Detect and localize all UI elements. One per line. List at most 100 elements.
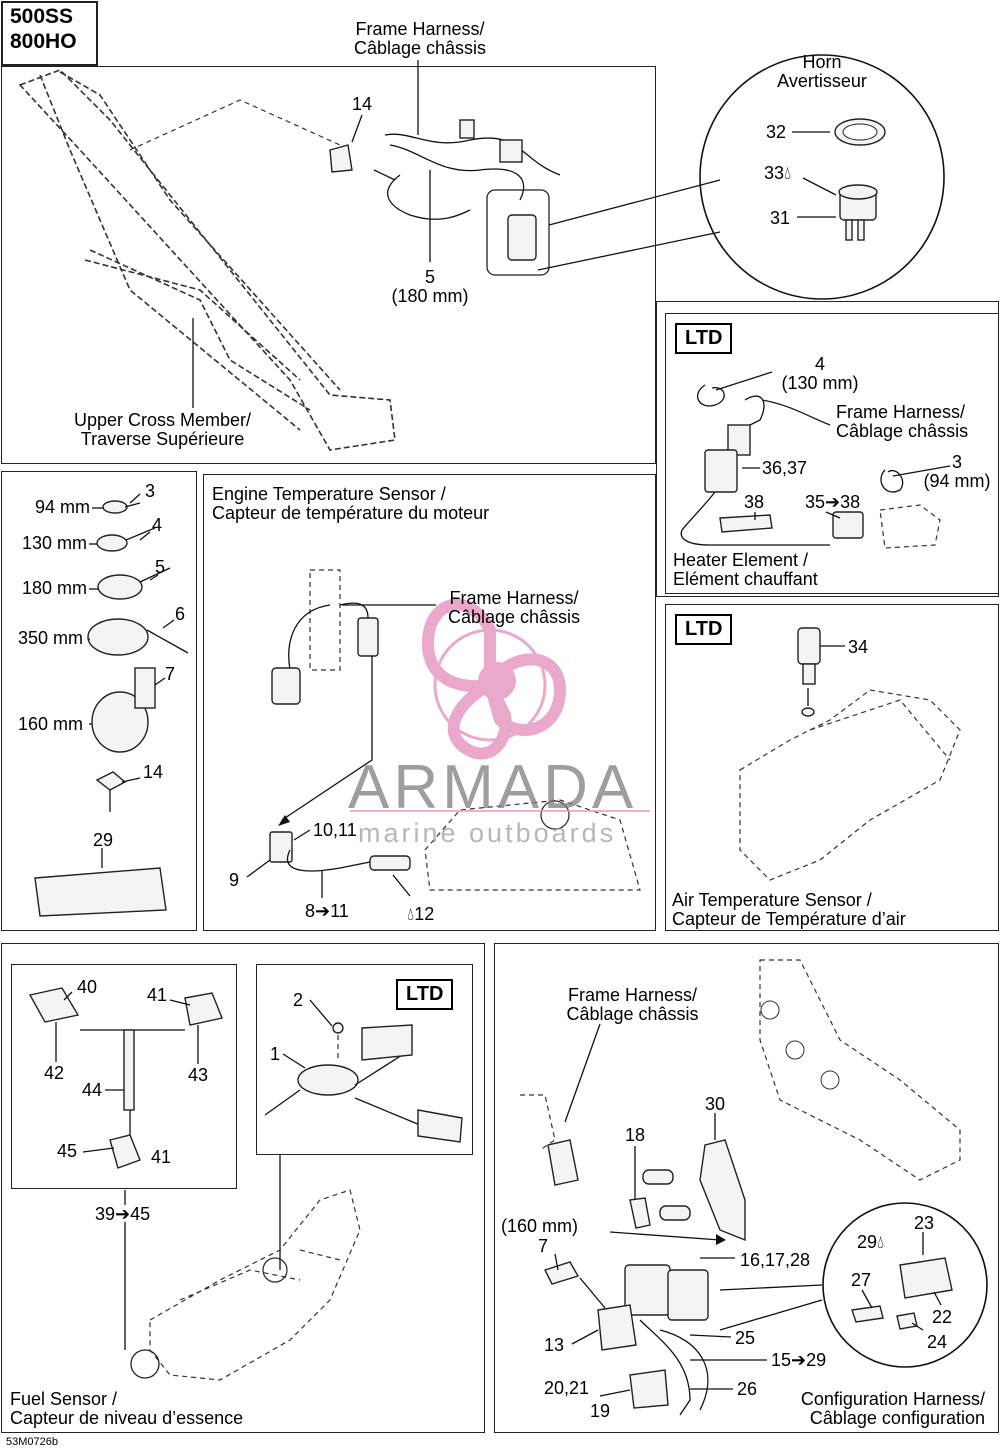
part-4-number: 4 [814, 354, 825, 374]
relay-fuse-icon [851, 1257, 953, 1330]
part-33-label: 33💧︎ [764, 164, 791, 183]
heater-title-fr: Elément chauffant [673, 569, 818, 589]
heater-harness-en: Frame Harness/ [836, 402, 966, 422]
tie-94-number: 3 [145, 481, 156, 501]
part-7-length-label: (160 mm) [501, 1216, 579, 1236]
cross-member-en: Upper Cross Member/ [73, 410, 252, 430]
config-harness-title: Configuration Harness/ Câblage configura… [760, 1390, 985, 1428]
horn-en: Horn [802, 52, 842, 72]
part-12-number: 12 [414, 904, 435, 924]
drop-icon: 💧︎ [407, 904, 415, 924]
fuel-sensor-title: Fuel Sensor / Capteur de niveau d’essenc… [10, 1390, 243, 1428]
engine-sensor-title-en: Engine Temperature Sensor / [212, 484, 446, 504]
frame-harness-en: Frame Harness/ [355, 19, 485, 39]
part-40-label: 40 [77, 977, 98, 997]
part-10-11-label: 10,11 [313, 820, 357, 840]
part-9-label: 9 [229, 870, 240, 890]
ltd-badge-fuel: LTD [396, 979, 454, 1010]
heater-element-icon [680, 384, 941, 549]
engine-sensor-title: Engine Temperature Sensor / Capteur de t… [212, 485, 489, 523]
part-36-37-label: 36,37 [762, 458, 808, 478]
tie-160-length: 160 mm [17, 714, 83, 734]
horn-fr: Avertisseur [777, 71, 867, 91]
model-label-500ss: 500SS [10, 5, 74, 28]
part-32-label: 32 [766, 122, 787, 142]
part-33-number: 33 [764, 163, 785, 183]
part-35-38-label: 35➔38 [805, 492, 861, 512]
part-15-29-label: 15➔29 [771, 1350, 827, 1370]
watermark-brand: ARMADA [348, 753, 638, 822]
tie-180-length: 180 mm [21, 578, 87, 598]
frame-harness-fr: Câblage châssis [353, 38, 487, 58]
part-3-length: (94 mm) [923, 471, 991, 491]
tie-130-length: 130 mm [21, 533, 87, 553]
ltd-air-panel [665, 604, 999, 931]
ties-part-29-label: 29 [93, 830, 114, 850]
config-harness-fr: Câblage châssis [566, 1004, 699, 1024]
config-harness-icon [520, 959, 961, 1416]
air-sensor-title-en: Air Temperature Sensor / [672, 890, 872, 910]
part-14-label: 14 [352, 94, 373, 114]
part-23-label: 23 [914, 1213, 935, 1233]
cross-member-fr: Traverse Supérieure [80, 429, 245, 449]
part-41a-label: 41 [147, 985, 168, 1005]
part-18-label: 18 [625, 1125, 646, 1145]
heater-element-title: Heater Element / Elément chauffant [673, 551, 818, 589]
horn-icon [834, 118, 886, 241]
config-title-en: Configuration Harness/ [800, 1389, 985, 1409]
fuel-sensor-title-fr: Capteur de niveau d’essence [10, 1408, 244, 1428]
heater-title-en: Heater Element / [673, 550, 809, 570]
engine-frame-harness-label: Frame Harness/ Câblage châssis [430, 589, 598, 627]
fuel-sensor-title-en: Fuel Sensor / [10, 1389, 118, 1409]
part-12-label: 💧︎12 [407, 905, 434, 924]
part-13-label: 13 [544, 1335, 565, 1355]
drop-icon: 💧︎ [877, 1232, 885, 1252]
watermark-sub: marine outboards [358, 818, 617, 848]
figure-code: 53M0726b [6, 1436, 58, 1448]
heater-frame-harness-label: Frame Harness/ Câblage châssis [836, 403, 968, 441]
tie-130-number: 4 [152, 515, 163, 535]
ltd-badge-heater: LTD [675, 323, 733, 354]
frame-assembly-icon [18, 69, 396, 451]
part-31-label: 31 [770, 208, 791, 228]
part-2-label: 2 [293, 990, 304, 1010]
drop-icon: 💧︎ [784, 163, 792, 183]
air-sensor-title-fr: Capteur de Température d’air [672, 909, 906, 929]
frame-harness-label: Frame Harness/ Câblage châssis [330, 20, 510, 58]
watermark-propeller-icon [421, 598, 566, 760]
frame-panel [1, 66, 656, 464]
part-25-label: 25 [735, 1328, 756, 1348]
part-3-number: 3 [951, 452, 962, 472]
part-38-label: 38 [744, 492, 765, 512]
tie-180-number: 5 [155, 557, 166, 577]
part-4-length: (130 mm) [781, 373, 859, 393]
part-43-label: 43 [188, 1065, 209, 1085]
part-20-21-label: 20,21 [544, 1378, 590, 1398]
part-5-label: 5 (180 mm) [380, 268, 480, 306]
part-41b-label: 41 [151, 1147, 172, 1167]
config-title-fr: Câblage configuration [809, 1408, 985, 1428]
part-29-number: 29 [857, 1232, 878, 1252]
horn-label: Horn Avertisseur [762, 53, 882, 91]
part-3-label: 3 (94 mm) [915, 453, 999, 491]
part-5-length: (180 mm) [391, 286, 469, 306]
part-44-label: 44 [82, 1080, 103, 1100]
part-45-label: 45 [57, 1141, 78, 1161]
engine-sensor-title-fr: Capteur de température du moteur [212, 503, 490, 523]
part-19-label: 19 [590, 1401, 611, 1421]
model-label-800ho: 800HO [10, 30, 77, 53]
ltd-badge-air: LTD [675, 614, 733, 645]
part-29-label: 29💧︎ [857, 1233, 884, 1252]
cross-member-label: Upper Cross Member/ Traverse Supérieure [55, 411, 270, 449]
part-7-label: 7 [538, 1236, 549, 1256]
part-26-label: 26 [737, 1379, 758, 1399]
fuel-connector-icon [28, 987, 223, 1169]
model-badge [1, 1, 98, 66]
part-22-label: 22 [932, 1307, 953, 1327]
part-39-45-label: 39➔45 [95, 1204, 151, 1224]
part-5-number: 5 [424, 267, 435, 287]
part-30-label: 30 [705, 1094, 726, 1114]
engine-harness-en: Frame Harness/ [449, 588, 579, 608]
part-42-label: 42 [44, 1063, 65, 1083]
